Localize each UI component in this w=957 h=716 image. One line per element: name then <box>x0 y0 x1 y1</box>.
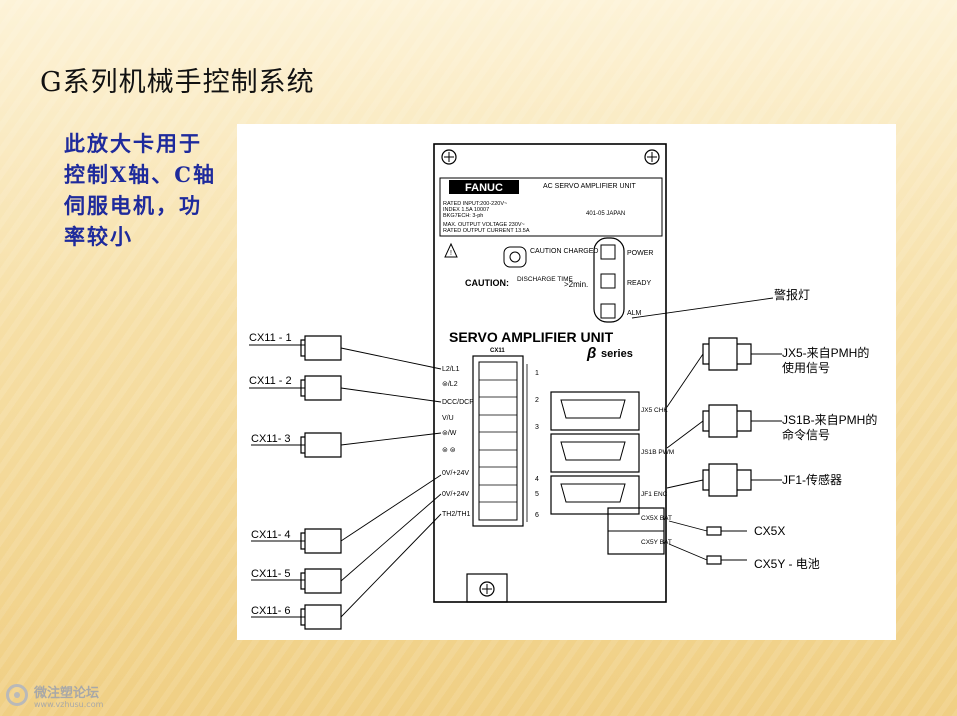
terminal-label: L2/L1 <box>442 366 460 373</box>
beta-symbol: β <box>586 345 596 362</box>
discharge-label: DISCHARGE TIME <box>517 276 574 283</box>
warning-triangle-icon <box>444 242 458 258</box>
nameplate-line: MAX. OUTPUT VOLTAGE 230V~ <box>443 222 525 228</box>
jx5-callout: 使用信号 <box>782 360 830 375</box>
led-label: ALM <box>627 310 642 317</box>
port-label: CX5Y BAT <box>641 539 672 546</box>
terminal-number: 6 <box>535 512 539 519</box>
mount-hole-icon <box>479 581 495 597</box>
watermark: 微注塑论坛 www.vzhusu.com <box>4 680 114 714</box>
servo-amplifier-diagram: FANUC AC SERVO AMPLIFIER UNIT RATED INPU… <box>249 143 877 630</box>
connector-label: CX11- 5 <box>251 568 291 580</box>
forum-logo-icon <box>6 684 28 706</box>
nameplate-line: INDEX 1.5A 10007 <box>443 207 489 213</box>
terminal-number: 3 <box>535 424 539 431</box>
leader-lines <box>249 344 442 618</box>
led-label: POWER <box>627 250 653 257</box>
nameplate-line: BKG7ECH: 3-ph <box>443 213 483 219</box>
port-label-line: JX5 CHK <box>641 407 668 414</box>
slide-title: G系列机械手控制系统 <box>40 67 315 98</box>
terminal-number: 4 <box>535 476 539 483</box>
js1b-callout: 命令信号 <box>782 427 830 442</box>
side-note-line: 此放大卡用于 <box>64 131 202 156</box>
watermark-url: www.vzhusu.com <box>34 700 104 709</box>
side-note-line: 伺服电机，功 <box>64 193 202 218</box>
port-label: JS1B PWM <box>641 449 674 456</box>
series-label: series <box>601 348 633 360</box>
terminal-label: V/U <box>442 415 454 422</box>
terminal-label: 0V/+24V <box>442 491 469 498</box>
led-label: READY <box>627 280 651 287</box>
terminal-label: ⊜/W <box>442 430 457 437</box>
terminal-number: 1 <box>535 370 539 377</box>
terminal-label: TH2/TH1 <box>442 511 471 518</box>
jf1-callout: JF1-传感器 <box>782 472 842 487</box>
side-note-line: 控制X轴、C轴 <box>64 162 217 187</box>
connector-label: CX11- 3 <box>251 433 291 445</box>
terminal-label: ⊜/L2 <box>442 381 458 388</box>
diagram-panel: FANUC AC SERVO AMPLIFIER UNIT RATED INPU… <box>237 124 896 640</box>
alarm-led-icon <box>600 303 616 319</box>
caution-charged-label: CAUTION CHARGED <box>530 248 598 255</box>
watermark-name: 微注塑论坛 <box>34 686 100 701</box>
js1b-port <box>550 433 640 473</box>
side-note: 此放大卡用于 控制X轴、C轴 伺服电机，功 率较小 <box>64 128 234 252</box>
connector-label: CX11- 4 <box>251 529 291 541</box>
charge-lamp-icon <box>503 246 527 268</box>
mount-hole-icon <box>441 149 457 165</box>
left-connectors <box>300 335 342 630</box>
port-label: JF1 ENC <box>641 491 668 498</box>
cx5y-callout: CX5Y - 电池 <box>754 557 820 571</box>
terminal-label: 0V/+24V <box>442 470 469 477</box>
cx5x-callout: CX5X <box>754 524 785 538</box>
nameplate-line: RATED INPUT:200-220V~ <box>443 201 507 207</box>
jx5-callout: JX5-来自PMH的 <box>782 345 869 360</box>
connector-label: CX11 - 1 <box>249 332 292 344</box>
terminal-label: ⊜ ⊜ <box>442 447 456 454</box>
jf1-port <box>550 475 640 515</box>
alarm-lamp-callout: 警报灯 <box>774 287 810 302</box>
port-label: CX5X BAT <box>641 515 672 522</box>
caution-label: CAUTION: <box>465 278 509 288</box>
nameplate-title: AC SERVO AMPLIFIER UNIT <box>543 183 637 190</box>
right-plugs <box>702 337 752 565</box>
cx11-terminal-block <box>472 355 524 527</box>
side-note-line: 率较小 <box>64 224 133 249</box>
connector-label: CX11- 6 <box>251 605 291 617</box>
port-label: JX5 CHK <box>641 407 668 414</box>
connector-label: CX11 - 2 <box>249 375 292 387</box>
terminal-label: DCC/DCP <box>442 399 474 406</box>
terminal-number: 5 <box>535 491 539 498</box>
cx11-label: CX11 <box>490 348 505 354</box>
led-panel <box>593 237 625 323</box>
brand-label: FANUC <box>465 182 503 194</box>
js1b-callout: JS1B-来自PMH的 <box>782 412 877 427</box>
discharge-time: >2min. <box>564 280 588 289</box>
fanuc-logo <box>449 180 519 194</box>
svg-text:!: ! <box>450 250 452 257</box>
nameplate-origin: 401-05 JAPAN <box>586 211 625 217</box>
terminal-number: 2 <box>535 397 539 404</box>
power-led-icon <box>600 244 616 260</box>
jx5-port <box>550 391 640 431</box>
mount-hole-icon <box>644 149 660 165</box>
ready-led-icon <box>600 273 616 289</box>
nameplate-line: RATED OUTPUT CURRENT 13.5A <box>443 228 530 234</box>
unit-name: SERVO AMPLIFIER UNIT <box>449 329 614 345</box>
